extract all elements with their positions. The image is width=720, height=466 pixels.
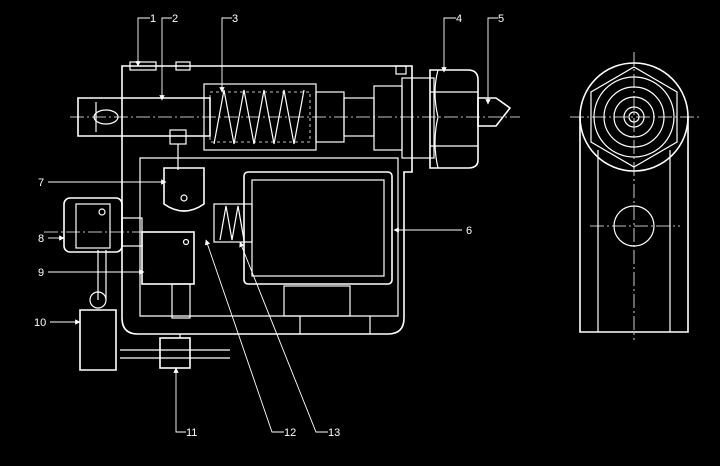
top-boss-right: [175, 61, 191, 71]
nozzle-tip: [477, 97, 512, 127]
callout-10: 10: [34, 317, 46, 329]
callout-4: 4: [456, 13, 462, 25]
callout-12: 12: [284, 427, 296, 439]
piston-assembly: [315, 77, 435, 159]
pressure-chamber: [243, 171, 393, 317]
callout-1: 1: [150, 13, 156, 25]
callout-11: 11: [186, 427, 197, 439]
callout-13: 13: [328, 427, 340, 439]
callout-7: 7: [38, 177, 44, 189]
top-boss-left: [129, 61, 157, 71]
callout-5: 5: [498, 13, 504, 25]
bottom-bolt: [120, 334, 230, 369]
check-valve: [163, 167, 205, 212]
callout-9: 9: [38, 267, 44, 279]
callout-6: 6: [466, 225, 472, 237]
main-shaft: [70, 97, 520, 137]
side-view: [570, 52, 700, 340]
side-port-circle: [613, 205, 655, 247]
front-view: [44, 61, 520, 371]
housing-body: [121, 65, 413, 335]
side-plunger: [44, 197, 160, 253]
callout-3: 3: [232, 13, 238, 25]
pressure-lever: [79, 250, 117, 371]
callouts: 1 2 3 4 5 6 7 8 9 10 11 12 13: [34, 13, 504, 439]
spring-plug: [213, 203, 253, 243]
callout-8: 8: [38, 233, 44, 245]
hex-nut: [429, 69, 479, 169]
valve-block: [141, 231, 195, 319]
callout-2: 2: [172, 13, 178, 25]
housing-inner-wall: [139, 157, 399, 317]
